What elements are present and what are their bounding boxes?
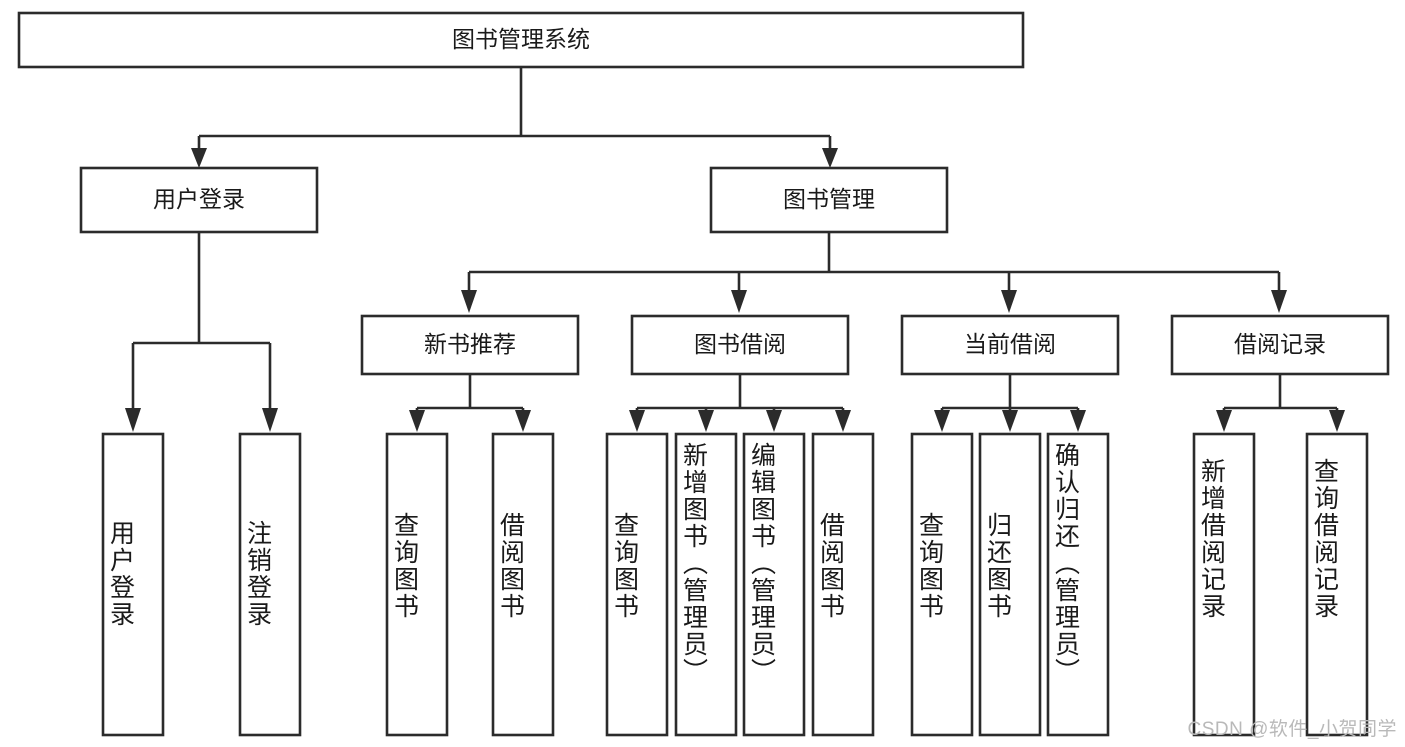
node-borrow-records-label: 借阅记录 xyxy=(1234,331,1326,357)
arrowhead-leaf-new-book-2 xyxy=(515,410,531,432)
node-book-manage[interactable]: 图书管理 xyxy=(709,166,949,234)
arrowhead-book-borrow xyxy=(731,290,747,313)
node-user-login[interactable]: 用户登录 xyxy=(79,166,319,234)
arrowhead-leaf-current-borrow-2 xyxy=(1002,410,1018,432)
arrowhead-current-borrow xyxy=(1001,290,1017,313)
leaf-box-current-borrow-2[interactable] xyxy=(978,432,1042,737)
arrowhead-leaf-book-borrow-4 xyxy=(835,410,851,432)
node-current-borrow[interactable]: 当前借阅 xyxy=(900,314,1120,376)
node-book-manage-label: 图书管理 xyxy=(783,186,875,212)
leaf-box-book-borrow-3[interactable] xyxy=(742,432,806,737)
arrowhead-leaf-borrow-records-2 xyxy=(1329,410,1345,432)
arrowhead-leaf-book-borrow-1 xyxy=(629,410,645,432)
leaf-box-book-borrow-1[interactable] xyxy=(605,432,669,737)
node-new-book-recommend-label: 新书推荐 xyxy=(424,331,516,357)
node-new-book-recommend-box[interactable] xyxy=(360,314,580,376)
node-root[interactable]: 图书管理系统 xyxy=(17,11,1025,69)
leaf-box-current-borrow-1[interactable] xyxy=(910,432,974,737)
leaf-box-user-login-1[interactable] xyxy=(101,432,165,737)
node-current-borrow-box[interactable] xyxy=(900,314,1120,376)
node-user-login-label: 用户登录 xyxy=(153,186,245,212)
node-borrow-records-box[interactable] xyxy=(1170,314,1390,376)
watermark-text: CSDN @软件_小贺同学 xyxy=(1187,719,1397,740)
arrowhead-book-manage xyxy=(822,148,838,168)
leaf-box-new-book-2[interactable] xyxy=(491,432,555,737)
node-root-label: 图书管理系统 xyxy=(452,26,590,52)
arrowhead-borrow-records xyxy=(1271,290,1287,313)
leaf-box-book-borrow-2[interactable] xyxy=(674,432,738,737)
arrowhead-leaf-borrow-records-1 xyxy=(1216,410,1232,432)
node-borrow-records[interactable]: 借阅记录 xyxy=(1170,314,1390,376)
arrowhead-leaf-book-borrow-2 xyxy=(698,410,714,432)
node-book-borrow-label: 图书借阅 xyxy=(694,331,786,357)
arrowhead-leaf-new-book-1 xyxy=(409,410,425,432)
node-root-box[interactable] xyxy=(17,11,1025,69)
node-current-borrow-label: 当前借阅 xyxy=(964,331,1056,357)
arrowhead-user-login xyxy=(191,148,207,168)
arrowhead-leaf-user-login-2 xyxy=(262,408,278,432)
leaf-box-new-book-1[interactable] xyxy=(385,432,449,737)
node-new-book-recommend[interactable]: 新书推荐 xyxy=(360,314,580,376)
node-book-borrow[interactable]: 图书借阅 xyxy=(630,314,850,376)
node-book-manage-box[interactable] xyxy=(709,166,949,234)
leaf-box-borrow-records-1[interactable] xyxy=(1192,432,1256,737)
node-book-borrow-box[interactable] xyxy=(630,314,850,376)
arrowhead-new-book xyxy=(461,290,477,313)
leaf-box-user-login-2[interactable] xyxy=(238,432,302,737)
arrowhead-leaf-current-borrow-3 xyxy=(1070,410,1086,432)
arrowhead-leaf-current-borrow-1 xyxy=(934,410,950,432)
arrowhead-leaf-user-login-1 xyxy=(125,408,141,432)
leaf-box-current-borrow-3[interactable] xyxy=(1046,432,1110,737)
arrowhead-leaf-book-borrow-3 xyxy=(766,410,782,432)
leaf-box-book-borrow-4[interactable] xyxy=(811,432,875,737)
leaf-box-borrow-records-2[interactable] xyxy=(1305,432,1369,737)
